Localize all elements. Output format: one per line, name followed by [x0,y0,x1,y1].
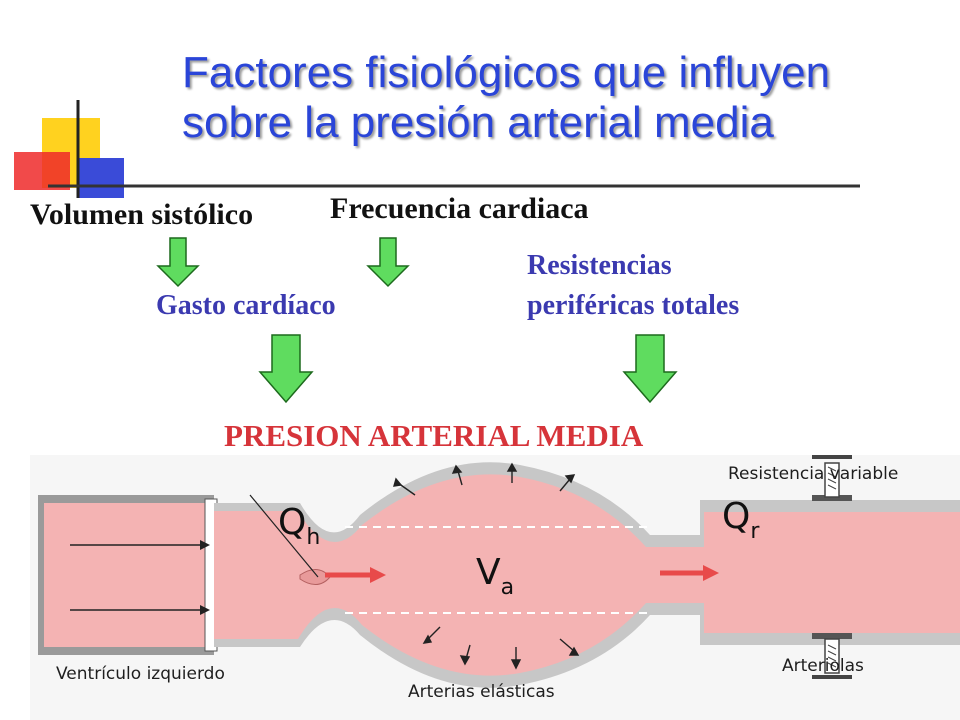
va-symbol: Va [476,552,514,600]
flow-arrowhead-in [370,567,386,583]
piston-arrowhead-1 [200,540,210,550]
corner-decoration [14,100,860,198]
windkessel-diagram [30,455,960,720]
arrow-frecuencia [366,237,410,288]
arrow-resistencias [622,334,678,404]
vessel-lumen [214,474,960,676]
pump-chamber [44,503,208,647]
qr-sub: r [750,519,760,544]
title-line-1: Factores fisiológicos que influyen [182,48,831,97]
arrow-gasto [258,334,314,404]
page-title: Factores fisiológicos que influyen sobre… [182,48,922,148]
qr-symbol: Qr [722,496,759,544]
red-square [14,152,70,190]
piston-arrowhead-2 [200,605,210,615]
qh-main: Q [278,502,307,543]
arrow-volumen [156,237,200,288]
arterias-elasticas-label: Arterias elásticas [408,682,555,702]
ventriculo-izquierdo-label: Ventrículo izquierdo [56,664,225,684]
valve-pointer [249,494,319,578]
ventricle-pump [38,495,218,655]
resistencia-variable-label: Resistencia variable [728,464,899,484]
resistencias-line-2: periféricas totales [527,290,740,321]
qh-symbol: Qh [278,502,320,550]
resistance-clamp-bottom [812,633,852,679]
va-main: V [476,552,501,593]
gasto-cardiaco-label: Gasto cardíaco [156,290,336,321]
flow-arrows [156,237,678,404]
resistance-clamp-top [812,455,852,501]
blue-square [78,158,124,198]
resistencias-line-1: Resistencias [527,250,672,281]
presion-arterial-media-label: PRESION ARTERIAL MEDIA [224,418,644,453]
va-sub: a [500,575,515,600]
resistencias-label: Resistencias periféricas totales [527,246,739,326]
volumen-sistolico-label: Volumen sistólico [30,198,254,231]
qh-sub: h [306,525,321,550]
arteriolas-label: Arteriolas [782,656,864,676]
title-line-2: sobre la presión arterial media [182,98,774,147]
frecuencia-cardiaca-label: Frecuencia cardiaca [330,192,589,225]
flow-arrowhead-out [703,565,719,581]
expansion-arrows [393,462,580,670]
qr-main: Q [722,496,751,537]
